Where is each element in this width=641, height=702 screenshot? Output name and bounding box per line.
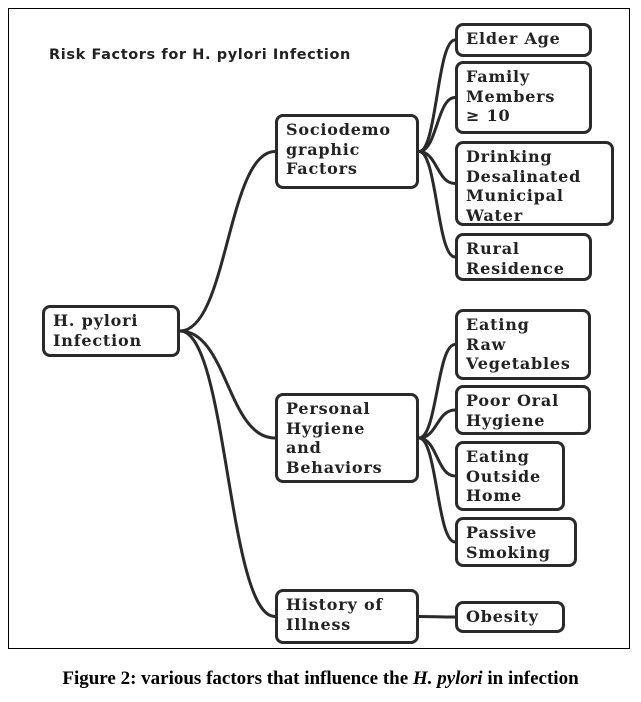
connector-root-category xyxy=(178,329,277,440)
node-label-line: Water xyxy=(466,205,523,225)
figure-frame: Risk Factors for H. pylori Infection H. … xyxy=(8,8,630,649)
node-label-line: ≥ 10 xyxy=(466,106,511,125)
node-label-line: Infection xyxy=(53,330,142,350)
node-label-line: Behaviors xyxy=(286,457,383,477)
node-label-line: Poor Oral xyxy=(466,391,559,410)
node-label-line: Hygiene xyxy=(466,410,546,430)
node-label-line: Obesity xyxy=(466,607,539,626)
node-label-line: Passive xyxy=(466,523,538,542)
node-label-line: H. pylori xyxy=(53,311,139,330)
node-label-line: Drinking xyxy=(466,147,553,166)
node-label-line: Elder Age xyxy=(466,29,561,48)
connector-category-factor xyxy=(417,343,457,440)
node-label-line: Illness xyxy=(286,614,352,634)
node-label-line: Sociodemo xyxy=(286,120,391,139)
diagram-title: Risk Factors for H. pylori Infection xyxy=(49,47,351,63)
connector-category-factor xyxy=(417,96,457,153)
node-label-line: Vegetables xyxy=(466,354,571,373)
connector-root-category xyxy=(178,329,277,618)
factor-node-elder-age: Elder Age xyxy=(455,23,592,57)
node-label-line: Members xyxy=(466,86,556,106)
connector-root-category xyxy=(178,150,277,333)
node-label-line: Municipal xyxy=(466,186,564,205)
node-label-line: Eating xyxy=(466,447,530,466)
node-label-line: Personal xyxy=(286,399,371,418)
connector-category-factor xyxy=(417,38,457,153)
connector-category-factor xyxy=(417,436,457,544)
connector-layer xyxy=(178,38,457,619)
node-label-line: History of xyxy=(286,595,384,614)
node-label-line: Residence xyxy=(466,258,565,278)
node-label-line: graphic xyxy=(286,139,361,159)
connector-category-factor xyxy=(417,615,457,619)
connector-category-factor xyxy=(417,150,457,259)
node-label-line: and xyxy=(286,438,322,457)
factor-node-obesity: Obesity xyxy=(455,601,565,633)
node-label-line: Smoking xyxy=(466,542,551,562)
caption-prefix: Figure 2: various factors that influence… xyxy=(62,668,413,689)
node-label-line: Factors xyxy=(286,159,358,178)
figure-caption: Figure 2: various factors that influence… xyxy=(0,668,641,690)
node-label-line: Eating xyxy=(466,315,530,334)
node-label-line: Desalinated xyxy=(466,166,582,186)
caption-suffix: in infection xyxy=(482,668,579,689)
node-label-line: Hygiene xyxy=(286,418,366,438)
node-label-line: Home xyxy=(466,486,523,505)
node-label-line: Outside xyxy=(466,466,542,486)
node-label-line: Raw xyxy=(466,334,507,354)
node-label-line: Family xyxy=(466,67,531,86)
caption-italic: H. pylori xyxy=(412,668,483,689)
node-label-line: Rural xyxy=(466,239,520,258)
